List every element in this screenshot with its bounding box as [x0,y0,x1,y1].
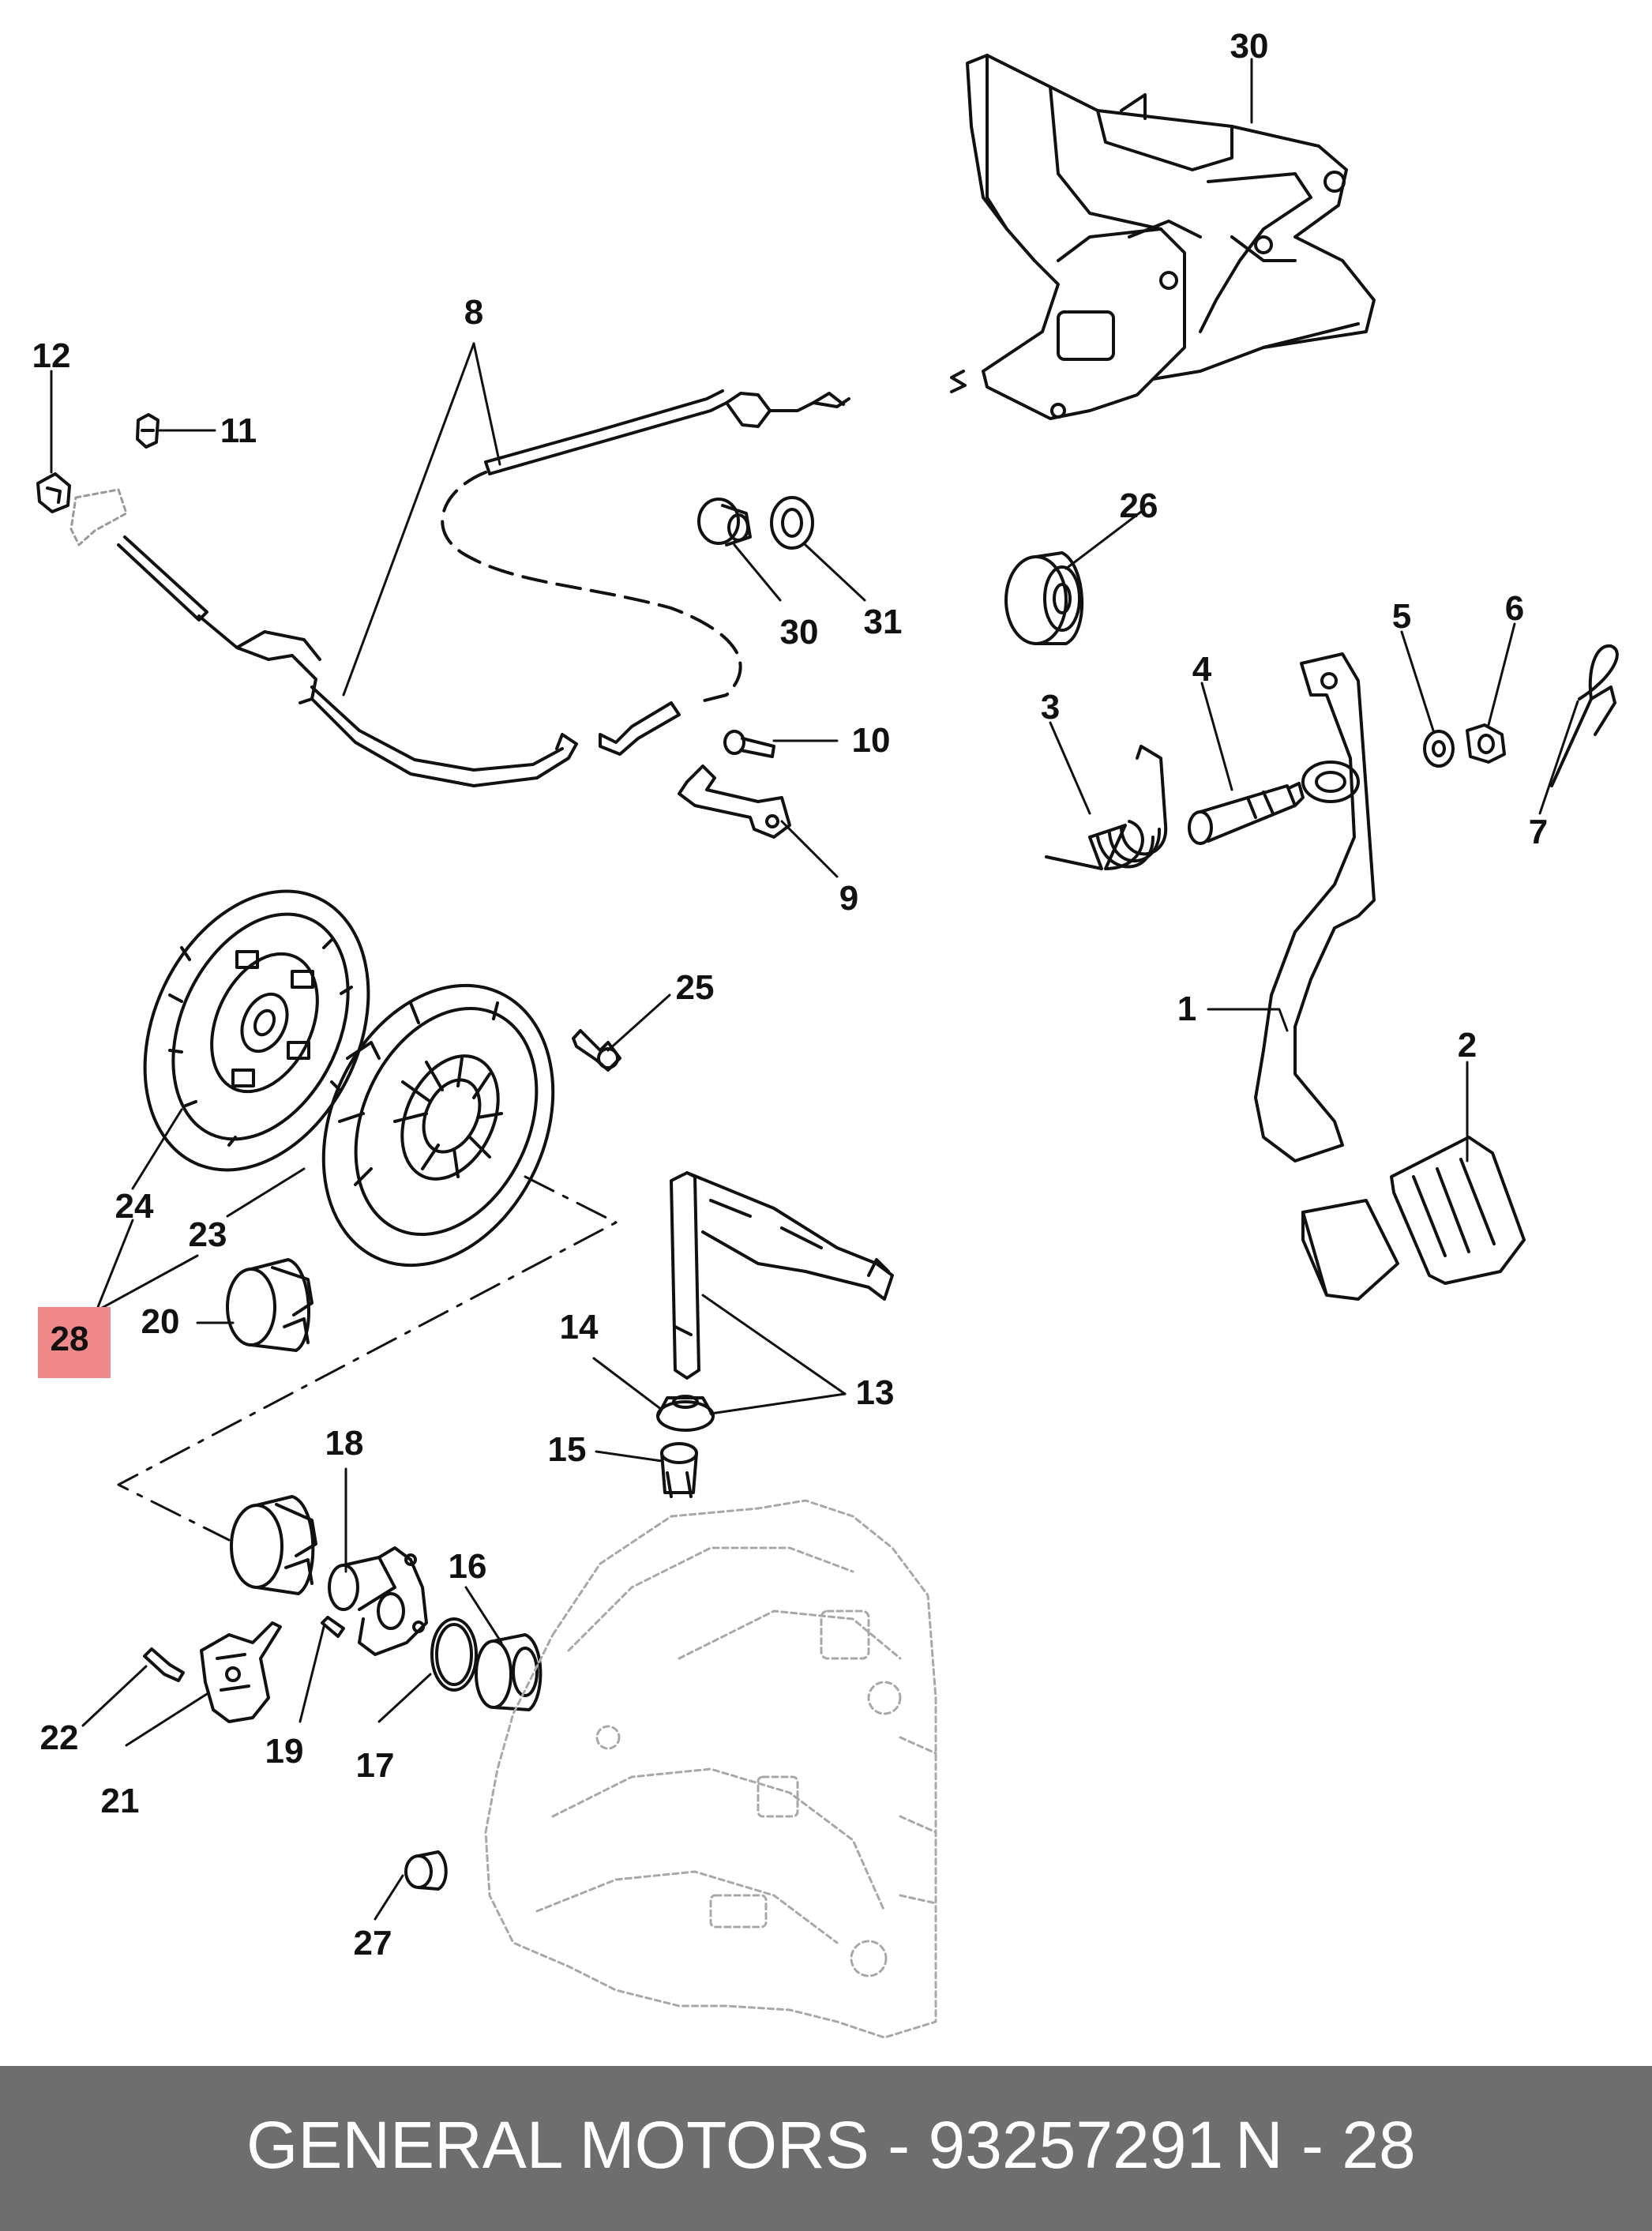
callout-label: 15 [548,1430,587,1469]
callout-label: 4 [1192,650,1212,689]
callout-label: 2 [1458,1026,1477,1065]
bracket-part-9 [678,764,791,839]
release-bearing-lower-part [230,1495,317,1595]
highlighted-callout-label: 28 [51,1320,89,1358]
highlight-box [38,1307,111,1378]
bolt-part-25 [572,1029,621,1072]
clip-part-11 [136,413,160,449]
clip-part-12 [36,472,71,513]
callout-label: 3 [1041,688,1060,727]
split-pin-part-7 [1550,644,1619,787]
callout-label: 11 [220,411,257,450]
bolt-part-10 [723,730,775,758]
assembly-line-dashed [117,1175,618,1542]
callout-label: 19 [265,1732,304,1771]
release-fork-part-21 [200,1621,282,1723]
callout-label: 6 [1505,589,1524,628]
callout-labels: 30 8 12 11 31 30 26 10 9 3 4 5 6 7 1 2 2… [32,27,1549,1962]
callout-label: 25 [676,968,715,1007]
bolt-part-19 [321,1616,345,1638]
shaft-part-4 [1188,782,1305,845]
pressure-plate-part-23 [321,983,555,1268]
callout-label: 10 [852,721,891,760]
pilot-bearing-part-27 [404,1850,448,1891]
callout-label: 30 [1230,27,1269,66]
bearing-part-26 [1004,551,1084,645]
callout-label: 30 [780,613,819,652]
clutch-cable-part [117,389,850,787]
washer-part-30 [770,496,814,550]
release-shaft-part-13 [670,1171,894,1380]
callout-label: 22 [40,1718,79,1757]
parts-diagram: 30 8 12 11 31 30 26 10 9 3 4 5 6 7 1 2 2… [32,27,1619,2039]
clutch-pedal-arm-part [1254,652,1399,1301]
gearbox-housing-faint [484,1499,937,2039]
callout-label: 9 [839,879,858,918]
seal-part-16 [475,1633,543,1711]
washer-part-5 [1423,730,1455,768]
brand-part-number: GENERAL MOTORS - 93257291 [246,2108,1224,2182]
bracket-outline-faint [69,488,128,546]
callout-label: 24 [115,1187,154,1226]
nut-part-6 [1466,723,1506,764]
callout-label: 5 [1392,597,1411,636]
callout-label: 26 [1120,486,1158,525]
bolt-part-22 [143,1647,185,1682]
callout-label: 17 [356,1746,395,1785]
callout-label: 27 [354,1924,392,1962]
clutch-disc-part-24 [143,889,370,1172]
callout-label: 21 [101,1782,140,1820]
callout-label: 14 [560,1308,599,1346]
pedal-pad-part-2 [1390,1136,1526,1285]
spring-part-3 [1045,745,1168,870]
callout-label: 18 [325,1424,364,1463]
guide-tube-part-18 [328,1546,428,1656]
callout-label: 16 [449,1547,487,1586]
o-ring-part-17 [430,1617,478,1692]
callout-label: 1 [1177,990,1196,1028]
release-bearing-part-20 [226,1258,314,1352]
bush-part-31 [697,498,752,546]
callout-label: 8 [464,293,483,332]
callout-label: 13 [856,1373,895,1412]
leader-lines [50,58,1579,1921]
callout-label: 23 [189,1215,227,1254]
cable-route-dashed [441,471,742,704]
bush-part-15 [660,1442,698,1498]
callout-label: 7 [1529,813,1548,851]
footer-bar: GENERAL MOTORS - 93257291 N - 28 [0,2066,1652,2231]
page-reference: N - 28 [1235,2108,1416,2182]
pedal-bracket-part [950,54,1376,420]
callout-label: 12 [32,336,71,375]
callout-label: 20 [141,1302,180,1341]
callout-label: 31 [864,603,903,641]
bush-part-14 [656,1395,715,1432]
